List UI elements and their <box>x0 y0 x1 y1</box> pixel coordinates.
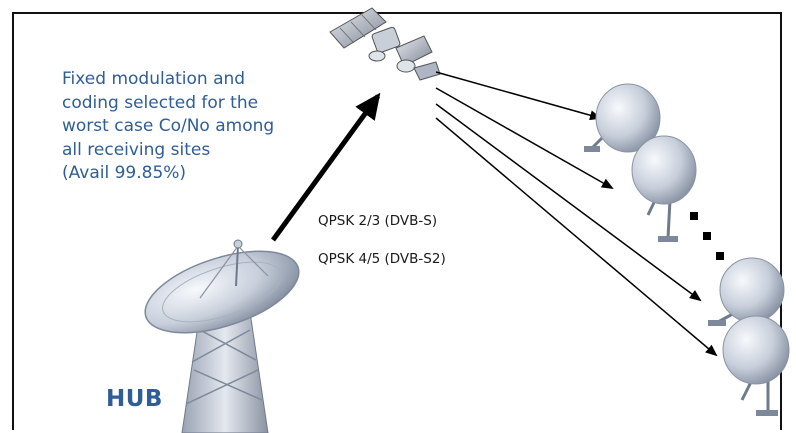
description-line: all receiving sites <box>62 139 211 160</box>
downlink-arrow-2 <box>435 87 614 189</box>
modulation-dvb-s-label: QPSK 2/3 (DVB-S) <box>318 213 438 229</box>
hub-label: HUB <box>106 386 163 412</box>
uplink-arrow <box>270 92 381 242</box>
modulation-description: Fixed modulation and coding selected for… <box>62 68 362 186</box>
diagram-frame <box>12 12 782 430</box>
downlink-arrow-3 <box>435 103 702 302</box>
description-line: worst case Co/No among <box>62 116 275 136</box>
receiver-dish-icon <box>708 257 785 326</box>
modulation-dvb-s2-label: QPSK 4/5 (DVB-S2) <box>318 251 446 267</box>
hub-antenna-icon <box>144 239 300 433</box>
downlink-arrow-4 <box>435 117 718 357</box>
more-receivers-dots <box>690 212 724 260</box>
receiver-dish-icon <box>584 83 661 153</box>
description-line: (Avail 99.85%) <box>62 163 187 183</box>
satellite-icon <box>329 7 441 81</box>
receiver-dish-icon <box>722 315 790 416</box>
receiver-dish-icon <box>631 135 697 242</box>
downlink-arrow-1 <box>435 71 602 121</box>
description-line: Fixed modulation and <box>62 69 246 89</box>
description-line: coding selected for the <box>62 92 259 113</box>
